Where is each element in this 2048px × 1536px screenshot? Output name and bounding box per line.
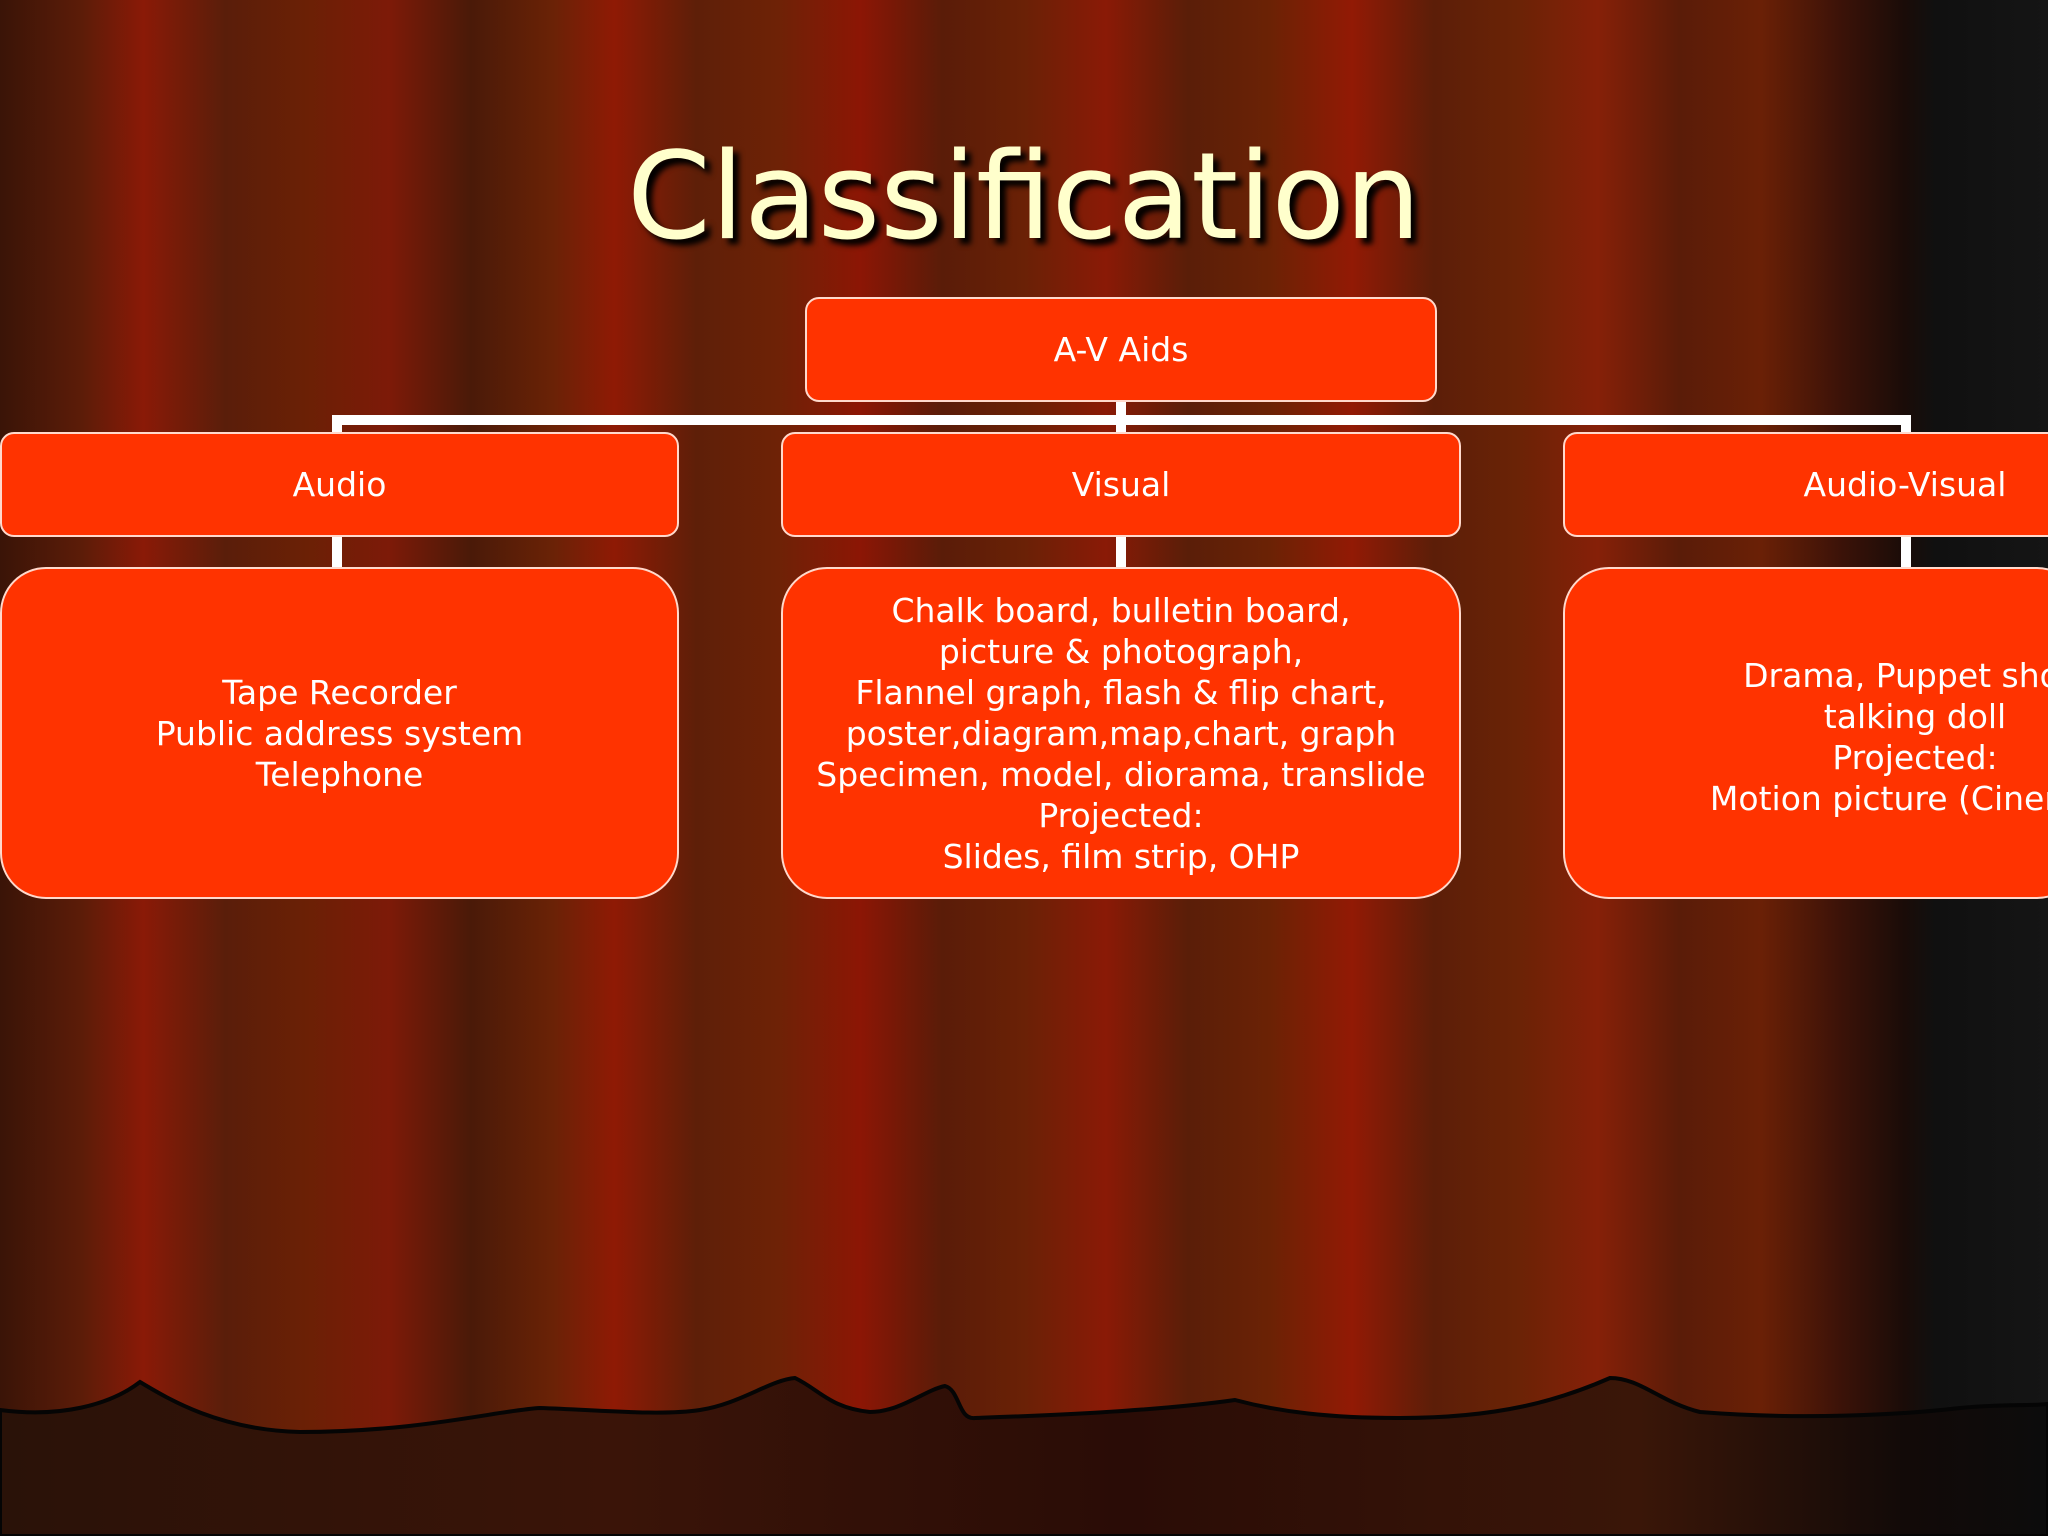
audio-items-box: Tape Recorder Public address system Tele… <box>0 567 679 899</box>
slide-title: Classification <box>626 128 1421 267</box>
root-label: A-V Aids <box>1053 330 1189 369</box>
category-visual-label: Visual <box>1071 465 1171 504</box>
root-node: A-V Aids <box>805 297 1437 402</box>
category-audio-visual: Audio-Visual <box>1563 432 2048 537</box>
visual-items: Chalk board, bulletin board, picture & p… <box>816 590 1426 876</box>
category-audio: Audio <box>0 432 679 537</box>
audio-visual-items-box: Drama, Puppet show talking doll Projecte… <box>1563 567 2048 899</box>
category-audio-label: Audio <box>292 465 387 504</box>
audio-visual-items: Drama, Puppet show talking doll Projecte… <box>1709 656 2048 818</box>
category-audio-visual-label: Audio-Visual <box>1803 465 2007 504</box>
visual-items-box: Chalk board, bulletin board, picture & p… <box>781 567 1461 899</box>
audio-items: Tape Recorder Public address system Tele… <box>155 672 524 794</box>
category-visual: Visual <box>781 432 1461 537</box>
